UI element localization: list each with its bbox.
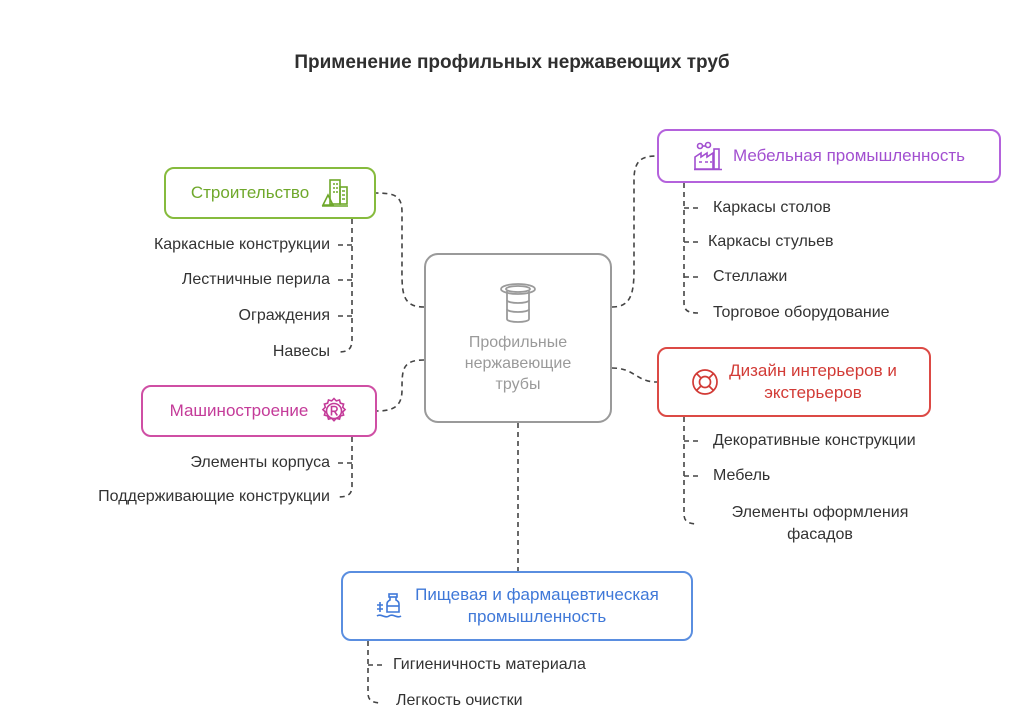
leaf-construction-3: Ограждения: [238, 307, 330, 324]
leaf-furniture-2: Каркасы стульев: [708, 233, 834, 250]
branch-mechanical-label: Машиностроение: [169, 401, 309, 420]
buildings-icon: [321, 178, 349, 208]
branch-food: Пищевая и фармацевтическая промышленност…: [341, 571, 693, 641]
branch-construction-label: Строительство: [190, 183, 310, 202]
branch-food-label: Пищевая и фармацевтическая промышленност…: [415, 585, 659, 626]
factory-icon: [693, 141, 723, 171]
branch-furniture-label: Мебельная промышленность: [732, 146, 965, 165]
center-node: Профильные нержавеющие трубы: [424, 253, 612, 423]
connector-center-mechanical: [376, 359, 425, 412]
pharma-jar-icon: [375, 591, 403, 621]
pipe-icon: [498, 282, 538, 326]
connector-center-design: [611, 367, 658, 383]
leaf-food-1: Гигиеничность материала: [393, 656, 586, 673]
center-label: Профильные нержавеющие трубы: [464, 333, 572, 393]
leaf-design-3: Элементы оформления фасадов: [731, 504, 909, 543]
leaf-furniture-1: Каркасы столов: [713, 199, 831, 216]
leaf-construction-1: Каркасные конструкции: [153, 236, 330, 253]
branch-design-label: Дизайн интерьеров и экстерьеров: [729, 361, 897, 402]
leaf-mechanical-2: Поддерживающие конструкции: [98, 488, 330, 505]
leaf-construction-2: Лестничные перила: [181, 271, 330, 288]
leaf-design-1: Декоративные конструкции: [713, 432, 916, 449]
connector-center-furniture: [611, 155, 658, 308]
branch-furniture: Мебельная промышленность: [657, 129, 1001, 183]
connector-food-trunk: [367, 641, 383, 704]
connector-center-construction: [375, 192, 425, 308]
leaf-food-2: Легкость очистки: [396, 692, 523, 709]
connector-construction-trunk: [337, 219, 353, 353]
lifebuoy-icon: [691, 368, 719, 396]
leaf-design-2: Мебель: [713, 467, 771, 484]
branch-design: Дизайн интерьеров и экстерьеров: [657, 347, 931, 417]
leaf-construction-4: Навесы: [272, 343, 330, 360]
leaf-furniture-4: Торговое оборудование: [713, 304, 890, 321]
gear-badge-icon: [320, 397, 348, 425]
branch-construction: Строительство: [164, 167, 376, 219]
connector-furniture-trunk: [683, 183, 699, 314]
connector-mechanical-trunk: [337, 437, 353, 498]
branch-mechanical: Машиностроение: [141, 385, 377, 437]
diagram-title: Применение профильных нержавеющих труб: [294, 52, 730, 73]
leaf-furniture-3: Стеллажи: [713, 268, 788, 285]
leaf-mechanical-1: Элементы корпуса: [190, 454, 330, 471]
connector-design-trunk: [683, 417, 699, 525]
